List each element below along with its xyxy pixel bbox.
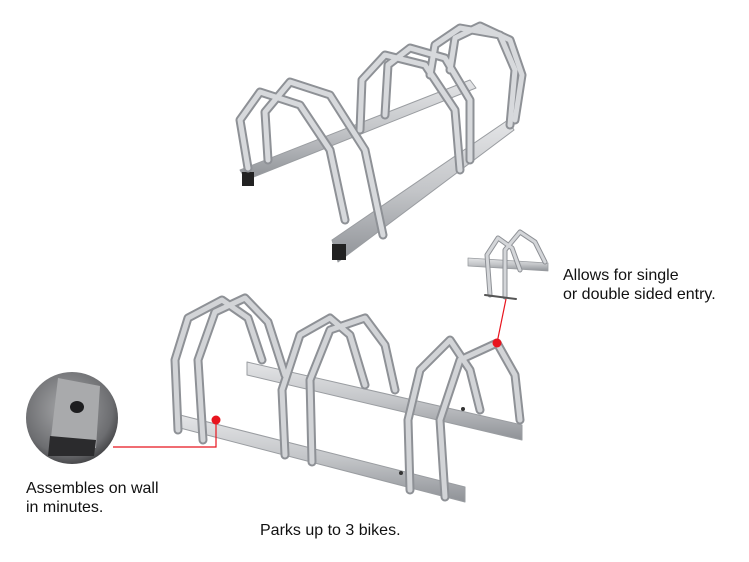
mount-hole (461, 407, 465, 411)
caption-double-entry: Allows for single or double sided entry. (563, 266, 716, 304)
closeup-bar-end (26, 372, 118, 464)
caption-wall-mount: Assembles on wall in minutes. (26, 479, 159, 517)
rack-inset-double-entry (467, 229, 549, 300)
callout-wall (113, 415, 221, 448)
rack-top-view (235, 21, 527, 263)
mount-hole (70, 401, 84, 413)
callout-dot (211, 415, 221, 425)
caption-line: Assembles on wall (26, 480, 159, 497)
caption-line: Allows for single (563, 267, 679, 284)
mount-hole (399, 471, 403, 475)
caption-capacity: Parks up to 3 bikes. (260, 521, 401, 540)
callout-entry (492, 298, 507, 348)
bar-end-cap (242, 172, 254, 186)
caption-line: Parks up to 3 bikes. (260, 522, 401, 539)
rack-lower-view (170, 293, 525, 503)
bar-end-cap (332, 244, 346, 260)
caption-line: in minutes. (26, 499, 104, 516)
callout-dot (492, 338, 502, 348)
caption-line: or double sided entry. (563, 286, 716, 303)
